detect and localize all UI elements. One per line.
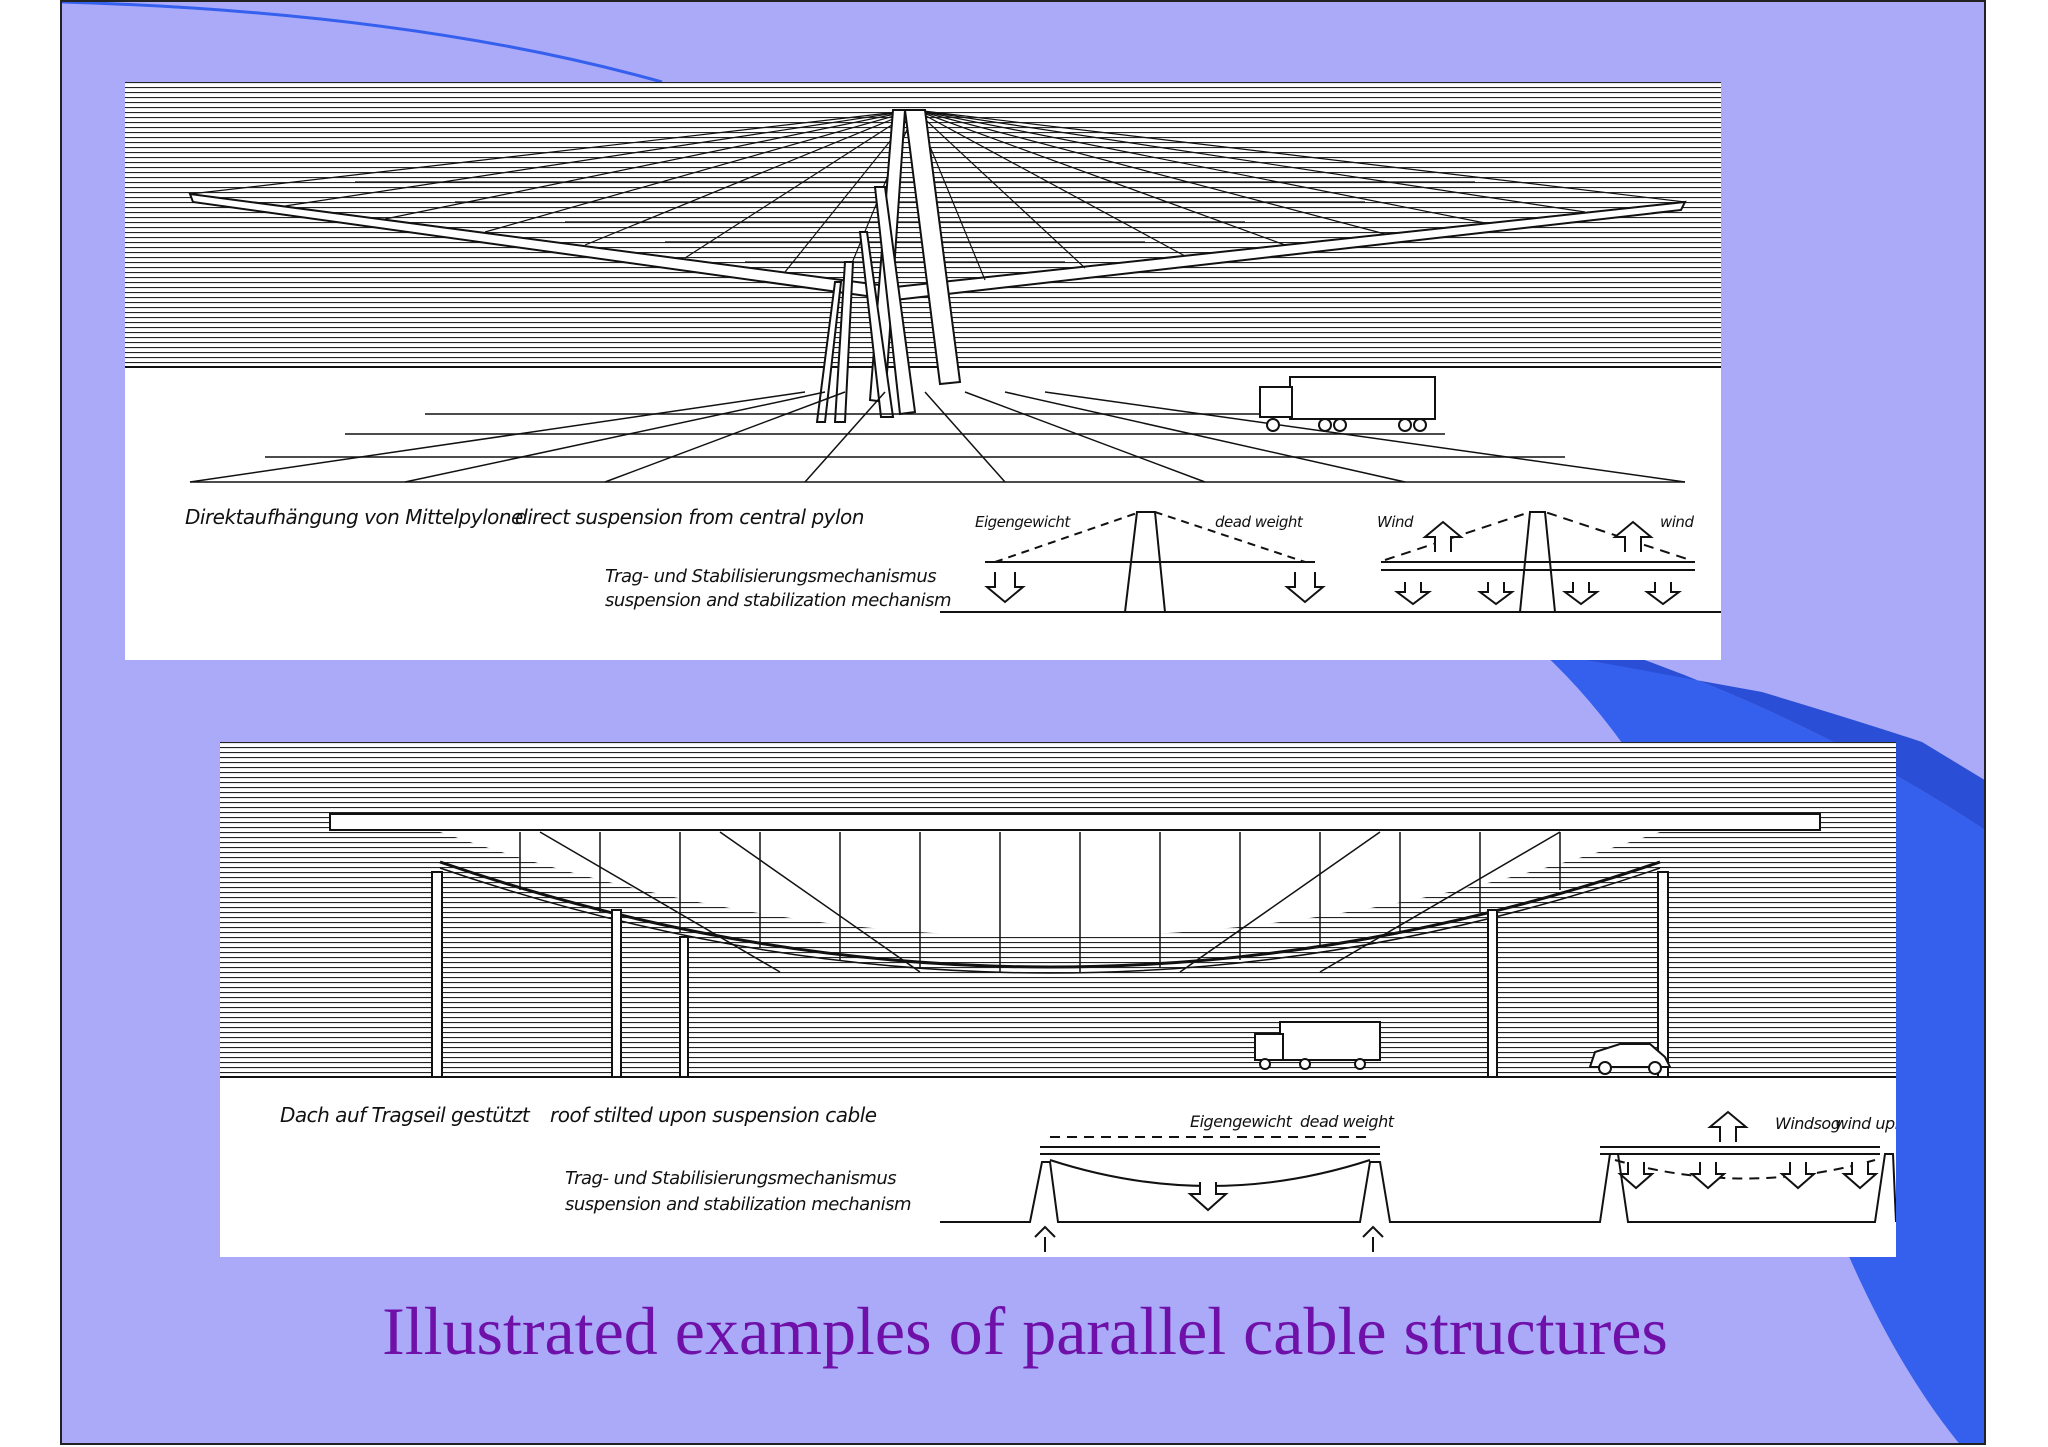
mechanism-diagram-left — [940, 1136, 1456, 1252]
top-illustration: Direktaufhängung von Mittelpylone direct… — [125, 82, 1721, 660]
mechanism-de: Trag- und Stabilisierungsmechanismus — [605, 566, 936, 587]
ground-grid — [189, 391, 1686, 483]
mechanism-de: Trag- und Stabilisierungsmechanismus — [565, 1168, 896, 1189]
mechanism-en: suspension and stabilization mechanism — [605, 590, 951, 611]
mechanism-diagram-left — [940, 511, 1721, 613]
slide-caption: Illustrated examples of parallel cable s… — [382, 1293, 1668, 1369]
truck-illustration — [1259, 376, 1436, 432]
cable-fan — [189, 109, 1686, 281]
label-de: Dach auf Tragseil gestützt — [280, 1103, 531, 1127]
diagram-right-en: wind uplift — [1835, 1114, 1896, 1133]
diagram-right-de: Windsog — [1775, 1114, 1841, 1133]
label-en: roof stilted upon suspension cable — [550, 1103, 877, 1127]
hangers — [519, 831, 1561, 973]
right-blue-swoosh-shadow — [1542, 652, 1984, 830]
mechanism-diagram-right — [1381, 511, 1695, 613]
diagram-right-en: wind — [1660, 513, 1694, 531]
diagram-left-en: dead weight — [1215, 513, 1304, 531]
mechanism-en: suspension and stabilization mechanism — [565, 1194, 911, 1215]
diagram-right-de: Wind — [1377, 513, 1414, 531]
car-illustration — [1588, 1043, 1672, 1075]
mechanism-diagram-right — [1456, 1110, 1896, 1223]
bottom-illustration: Dach auf Tragseil gestützt roof stilted … — [220, 742, 1896, 1257]
diagram-left-en: dead weight — [1300, 1112, 1395, 1131]
suspension-roof-drawing: Dach auf Tragseil gestützt roof stilted … — [220, 742, 1896, 1252]
diagram-left-de: Eigengewicht — [1190, 1112, 1293, 1131]
pylon-structure-drawing: Direktaufhängung von Mittelpylone direct… — [125, 82, 1721, 613]
central-pylons — [815, 109, 962, 423]
label-en: direct suspension from central pylon — [515, 505, 864, 529]
truck-illustration — [1254, 1021, 1381, 1070]
diagram-left-de: Eigengewicht — [975, 513, 1071, 531]
roof-slab — [329, 813, 1821, 831]
label-de: Direktaufhängung von Mittelpylone — [185, 505, 523, 529]
top-left-swoosh-line — [62, 2, 663, 84]
slide: Direktaufhängung von Mittelpylone direct… — [60, 0, 1986, 1445]
